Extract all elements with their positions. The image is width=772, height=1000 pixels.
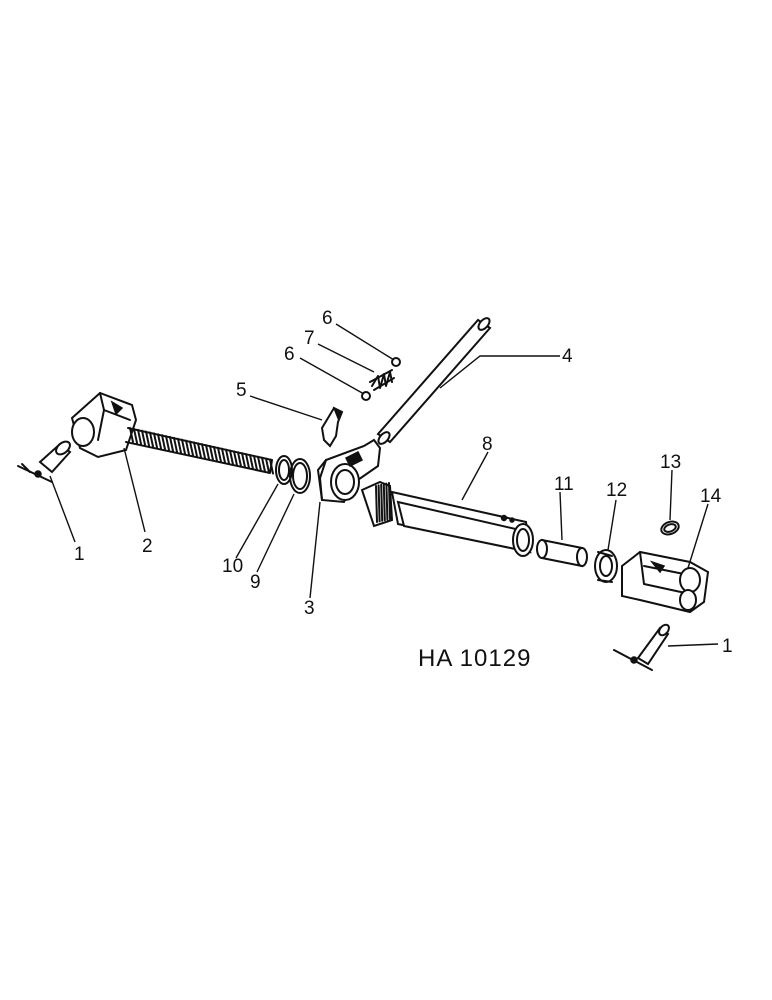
callout-6-lower: 6 bbox=[284, 344, 295, 365]
callout-5: 5 bbox=[236, 380, 247, 401]
drawing-code: HA 10129 bbox=[418, 645, 531, 672]
handle-rod-part bbox=[376, 317, 492, 445]
callout-1-right: 1 bbox=[722, 636, 733, 657]
clevis-pin-right bbox=[613, 623, 670, 671]
latch-housing-part bbox=[316, 438, 382, 504]
yoke-right-part bbox=[621, 550, 710, 614]
callout-11: 11 bbox=[554, 474, 574, 495]
callout-7: 7 bbox=[304, 328, 315, 349]
latch-part bbox=[320, 406, 344, 448]
callout-1-left: 1 bbox=[74, 544, 85, 565]
washer-9-part bbox=[289, 458, 311, 494]
callout-8: 8 bbox=[482, 434, 493, 455]
callout-10: 10 bbox=[222, 556, 243, 577]
bushing-part bbox=[594, 549, 618, 583]
roll-pin-part bbox=[536, 538, 588, 568]
screw-yoke-part bbox=[70, 391, 274, 475]
callout-6-upper: 6 bbox=[322, 308, 333, 329]
leader-lines bbox=[49, 323, 719, 647]
clevis-pin-left bbox=[17, 440, 72, 483]
callout-12: 12 bbox=[606, 480, 627, 501]
callout-13: 13 bbox=[660, 452, 681, 473]
callout-9: 9 bbox=[250, 572, 261, 593]
o-ring-part bbox=[660, 520, 680, 536]
callout-3: 3 bbox=[304, 598, 315, 619]
callout-4: 4 bbox=[562, 346, 573, 367]
callout-14: 14 bbox=[700, 486, 722, 507]
spring-part bbox=[369, 369, 395, 391]
tube-part bbox=[360, 480, 534, 557]
callout-labels: 1 2 10 9 3 4 5 6 7 6 8 11 12 13 14 1 bbox=[74, 308, 733, 657]
washer-10-part bbox=[275, 455, 293, 485]
callout-2: 2 bbox=[142, 536, 153, 557]
